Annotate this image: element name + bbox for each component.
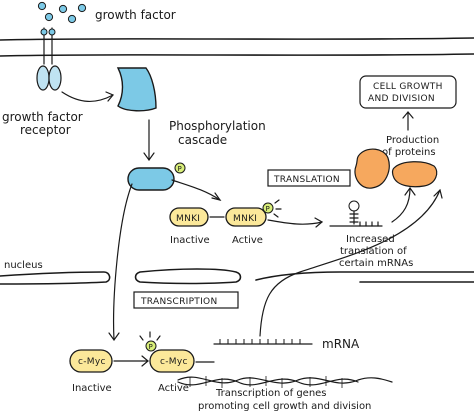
phosphate-label: P <box>149 343 153 351</box>
increased-label-line3: certain mRNAs <box>339 258 413 269</box>
phosphorylation-label-line2: cascade <box>178 133 227 147</box>
mnk1-inactive <box>169 207 209 227</box>
mrna-label: mRNA <box>322 337 360 351</box>
arrow-cmyc-activate-head <box>141 355 149 367</box>
plasma-membrane <box>0 37 474 57</box>
mrna-stem-loop-icon <box>329 200 383 227</box>
phosphate-label: P <box>178 165 182 173</box>
mnk1-active <box>225 207 267 227</box>
cmyc-active-label: c-Myc <box>160 357 188 367</box>
growth-factor-molecules <box>37 1 87 24</box>
mnk1-active-caption: Active <box>232 235 263 246</box>
phosphate-label: P <box>266 205 270 213</box>
protein-product <box>391 161 438 188</box>
transcription-genes-line1: Transcription of genes <box>215 388 327 399</box>
arrow-to-mnk1-head <box>211 192 222 201</box>
arrow-to-cell-growth-head <box>402 111 414 119</box>
arrow-to-proteins-head <box>404 186 416 196</box>
arrow-to-nucleus-head <box>108 332 120 342</box>
mnk1-inactive-label: MNKI <box>176 214 200 224</box>
cmyc-inactive <box>69 349 113 373</box>
arrow-to-proteins <box>391 187 411 223</box>
activity-burst-icon <box>139 331 161 341</box>
cmyc-inactive-caption: Inactive <box>72 383 112 394</box>
nucleus-label: nucleus <box>4 260 43 271</box>
phosphate-icon <box>262 202 274 214</box>
phosphorylation-label-line1: Phosphorylation <box>169 119 266 133</box>
cmyc-inactive-label: c-Myc <box>78 357 106 367</box>
translation-label: TRANSLATION <box>273 175 340 185</box>
arrow-to-mrna-translation <box>267 219 323 225</box>
increased-label-line2: translation of <box>340 246 407 257</box>
transcription-box <box>133 291 239 309</box>
arrow-to-nucleus <box>113 183 133 341</box>
arrow-cascade-down-head <box>143 152 155 162</box>
cmyc-active-caption: Active <box>158 383 189 394</box>
receptor-label-line1: growth factor <box>2 110 83 124</box>
increased-label-line1: Increased <box>346 234 395 245</box>
phosphate-icon <box>145 340 157 352</box>
cell-growth-label-line2: AND DIVISION <box>368 94 435 104</box>
transcription-genes-line2: promoting cell growth and division <box>198 401 371 412</box>
arrow-to-mnk1 <box>171 179 221 201</box>
receptor-label-line2: receptor <box>20 123 71 137</box>
protein-product <box>354 148 390 189</box>
phosphate-icon <box>174 162 186 174</box>
production-label-line2: of proteins <box>382 147 436 158</box>
cell-growth-box <box>359 75 457 109</box>
nuclear-envelope <box>0 268 474 285</box>
mnk1-inactive-caption: Inactive <box>170 235 210 246</box>
dna-helix-icon <box>177 376 393 388</box>
arrow-to-mrna-translation-head <box>314 217 324 228</box>
receptor-kinase-shape <box>116 67 157 112</box>
arrow-receptor-to-kinase <box>61 91 114 102</box>
activity-burst-icon <box>273 199 282 218</box>
mnk1-active-label: MNKI <box>233 214 257 224</box>
cell-growth-label-line1: CELL GROWTH <box>373 82 443 92</box>
growth-factor-receptor <box>36 27 62 91</box>
phosphorylated-protein <box>127 167 175 191</box>
arrow-mrna-export-head <box>433 188 443 199</box>
mrna-strand-icon <box>213 339 313 345</box>
arrow-mrna-export <box>259 189 441 337</box>
cmyc-active <box>149 349 195 373</box>
growth-factor-label: growth factor <box>95 8 176 22</box>
production-label-line1: Production <box>386 135 439 146</box>
arrow-receptor-to-kinase-head <box>105 91 114 102</box>
transcription-label: TRANSCRIPTION <box>140 297 217 307</box>
translation-box <box>267 169 351 187</box>
